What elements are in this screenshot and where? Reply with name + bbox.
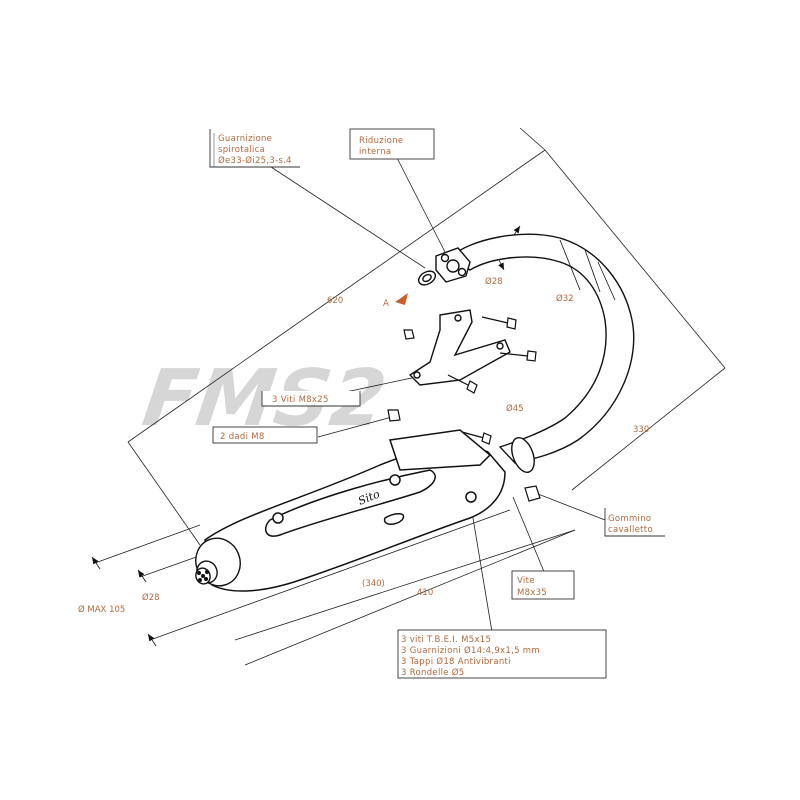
flange xyxy=(435,247,471,283)
end-cap xyxy=(195,537,241,587)
callout-boxes xyxy=(209,128,665,679)
silencer-side-panel xyxy=(264,469,436,537)
kit-label-3: 3 Tappi Ø18 Antivibranti xyxy=(401,656,511,667)
max-diameter-label: Ø MAX 105 xyxy=(78,604,125,615)
callout-nuts-box xyxy=(212,426,318,444)
dim-410-label: 410 xyxy=(417,588,433,598)
silencer xyxy=(204,429,506,592)
bolt-1 xyxy=(481,316,509,324)
gasket-label-2: spirotalica xyxy=(218,145,265,155)
screw-label-2: M8x35 xyxy=(517,588,547,598)
dimension-lines xyxy=(94,127,726,666)
gasket-ring xyxy=(417,270,437,286)
rivet-3 xyxy=(465,491,477,503)
silencer-logo-oval xyxy=(383,513,405,525)
bolt-4 xyxy=(461,431,485,439)
dim-620-label: 620 xyxy=(327,296,343,306)
dim-330-line xyxy=(544,149,726,369)
pipe-d32-label: Ø32 xyxy=(556,293,574,304)
stand-rubber xyxy=(524,485,541,502)
callout-kit-box xyxy=(397,629,607,679)
callout-gasket-frame xyxy=(209,129,300,168)
silencer-top-shell xyxy=(389,429,492,471)
mounting-bracket xyxy=(408,309,511,386)
dim-330-label: 330 xyxy=(633,425,649,435)
callout-reducer-box xyxy=(349,128,435,160)
kit-label-1: 3 viti T.B.E.I. M5x15 xyxy=(401,635,491,645)
screws-label: 3 Viti M8x25 xyxy=(272,395,329,405)
header-pipe xyxy=(450,233,635,473)
dim-410-line xyxy=(149,509,511,641)
gasket-label-3: Øe33-Øi25,3-s.4 xyxy=(218,155,292,166)
kit-label-4: 3 Rondelle Ø5 xyxy=(401,667,465,678)
pipe-d45-label: Ø45 xyxy=(506,403,524,414)
bolt-2 xyxy=(499,352,529,357)
kit-label-2: 3 Guarnizioni Ø14:4,9x1,5 mm xyxy=(401,645,540,656)
callout-screws-box xyxy=(261,391,361,407)
nut-1 xyxy=(403,329,415,340)
reducer-label-1: Riduzione xyxy=(359,136,403,146)
callout-texts: Guarnizione spirotalica Øe33-Øi25,3-s.4 … xyxy=(218,134,653,678)
bolt-3 xyxy=(447,374,471,387)
outlet-d28-label: Ø28 xyxy=(142,592,160,603)
gasket-label-1: Guarnizione xyxy=(218,134,272,144)
marker-a-label: A xyxy=(383,299,389,309)
reducer-label-2: interna xyxy=(359,147,391,157)
nuts-label: 2 dadi M8 xyxy=(220,432,265,442)
callout-screw-box xyxy=(511,570,575,600)
pipe-d28-label: Ø28 xyxy=(485,276,503,287)
dim-620-line xyxy=(127,149,546,443)
silencer-body xyxy=(204,444,506,592)
rivet-1 xyxy=(272,512,284,524)
rivet-2 xyxy=(389,474,401,486)
bolts xyxy=(387,316,541,502)
marker-a-arrow xyxy=(395,293,408,305)
callout-rubber-frame xyxy=(604,508,665,537)
dimension-texts: 620 330 410 (340) Ø28 Ø32 Ø45 Ø28 Ø MAX … xyxy=(78,276,649,615)
screw-label-1: Vite xyxy=(517,576,535,586)
rubber-label-2: cavalletto xyxy=(608,525,653,535)
dim-340-label: (340) xyxy=(362,579,385,589)
rubber-label-1: Gommino xyxy=(608,514,651,524)
nut-2 xyxy=(387,409,401,422)
